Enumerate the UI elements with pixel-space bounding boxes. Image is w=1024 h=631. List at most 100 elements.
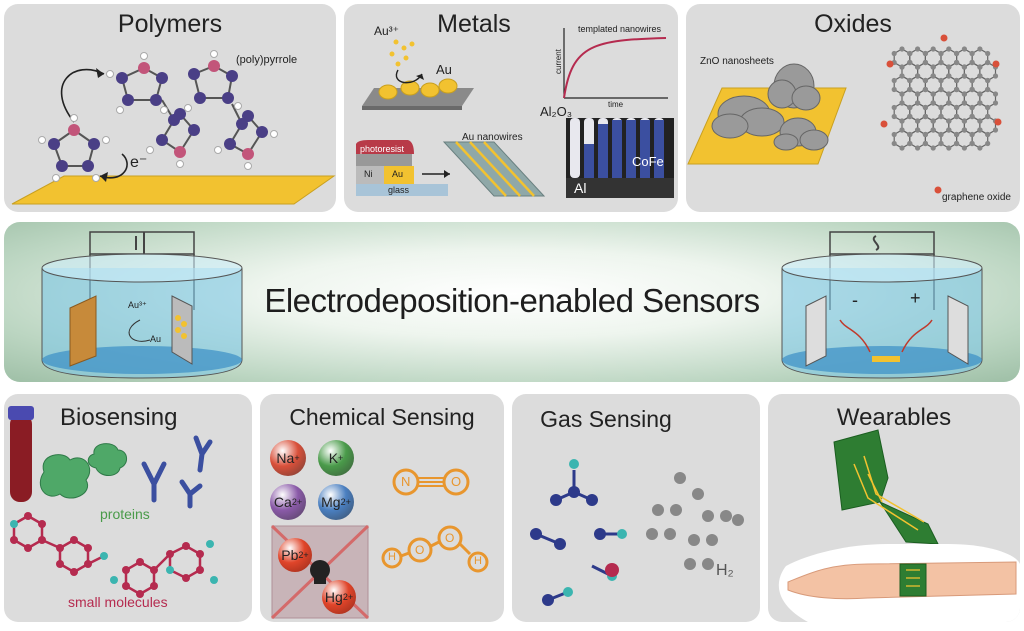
- gas-illustration: [530, 459, 744, 606]
- carbon-atom: [938, 131, 944, 138]
- carbon-atom: [930, 145, 936, 151]
- carbon-atom: [938, 113, 944, 120]
- carbon-atom: [899, 91, 905, 97]
- small-molecules-label: small molecules: [68, 594, 168, 610]
- carbon-atom: [899, 73, 905, 79]
- wearables-panel: Wearables: [768, 394, 1020, 622]
- au-layer-label: Au: [392, 169, 404, 179]
- current-axis-label: current: [554, 49, 563, 74]
- carbon-atom: [969, 104, 975, 111]
- carbon-atom: [946, 145, 952, 151]
- carbon-atom: [977, 91, 983, 97]
- right-cell-plus: +: [910, 288, 921, 308]
- metals-title: Metals: [437, 10, 511, 38]
- carbon-atom: [922, 77, 928, 84]
- ion-symbol: Mg: [321, 494, 341, 510]
- au-label: Au: [436, 62, 452, 77]
- nitrogen-label: N: [401, 474, 411, 489]
- carbon-atom: [891, 113, 897, 120]
- photoresist-label: photoresist: [360, 144, 405, 154]
- carbon-atom: [915, 145, 921, 151]
- carbon-atom: [946, 100, 952, 106]
- gas-sensing-panel: Gas Sensing H₂: [512, 394, 760, 622]
- ion-symbol: Ca: [273, 494, 292, 510]
- time-axis-label: time: [608, 100, 624, 109]
- left-cell-au-ion: Au³⁺: [128, 300, 147, 310]
- electron-label: e⁻: [130, 154, 148, 171]
- carbon-atom: [891, 86, 897, 93]
- carbon-atom: [899, 127, 905, 133]
- au-nanowires-label: Au nanowires: [462, 132, 523, 143]
- chemical-sensing-title: Chemical Sensing: [289, 404, 475, 430]
- hexagon-ring: [940, 129, 958, 149]
- carbon-atom: [977, 118, 983, 124]
- carbon-atom: [977, 145, 983, 151]
- carbon-atom: [961, 145, 967, 151]
- carbon-atom: [969, 140, 975, 147]
- carbon-atom: [922, 104, 928, 111]
- oxides-panel: Oxides ZnO nanosheets graphene oxide: [686, 4, 1020, 212]
- carbon-atom: [985, 104, 991, 111]
- peroxide-o2: O: [445, 531, 455, 545]
- zno-label: ZnO nanosheets: [700, 56, 774, 67]
- hexagon-ring: [956, 129, 973, 149]
- carbon-atom: [961, 100, 967, 106]
- carbon-atom: [891, 50, 897, 57]
- polymers-panel: Polymers: [4, 4, 336, 212]
- ion-symbol: Na: [276, 450, 295, 466]
- peroxide-h2: H: [474, 555, 482, 567]
- carbon-atom: [985, 131, 991, 138]
- peroxide-h1: H: [388, 551, 396, 563]
- metals-illustration: [356, 28, 674, 198]
- carbon-atom: [969, 131, 975, 138]
- al-label: Al: [574, 180, 587, 196]
- carbon-atom: [930, 100, 936, 106]
- carbon-atom: [915, 64, 921, 70]
- carbon-atom: [915, 127, 921, 133]
- carbon-atom: [954, 77, 960, 84]
- biosensing-panel: Biosensing proteins small molecules: [4, 394, 252, 622]
- al2o3-label: Al₂O₃: [540, 104, 573, 119]
- oxides-title: Oxides: [814, 10, 892, 38]
- carbon-atom: [915, 46, 921, 52]
- carbon-atom: [969, 59, 975, 66]
- chemical-illustration: [270, 468, 489, 620]
- carbon-atom: [969, 77, 975, 84]
- carbon-atom: [922, 113, 928, 120]
- left-cell-au: Au: [150, 334, 162, 344]
- pyrrole-label: (poly)pyrrole: [236, 54, 298, 66]
- carbon-atom: [946, 127, 952, 133]
- right-cell-minus: -: [852, 290, 858, 310]
- carbon-atom: [915, 100, 921, 106]
- carbon-atom: [891, 140, 897, 147]
- carbon-atom: [899, 118, 905, 124]
- carbon-atom: [899, 46, 905, 52]
- carbon-atom: [891, 131, 897, 138]
- au-ion-label: Au³⁺: [374, 24, 400, 38]
- carbon-atom: [891, 104, 897, 111]
- carbon-atom: [946, 64, 952, 70]
- carbon-atom: [977, 73, 983, 79]
- ni-label: Ni: [364, 169, 373, 179]
- carbon-atom: [985, 77, 991, 84]
- carbon-atom: [938, 77, 944, 84]
- wearables-title: Wearables: [836, 404, 952, 431]
- cofe-label: CoFe: [632, 154, 664, 169]
- h2-label: H₂: [716, 562, 734, 579]
- oxides-illustration: [687, 34, 1002, 194]
- carbon-atom: [938, 104, 944, 111]
- carbon-atom: [899, 100, 905, 106]
- ion-charge: 2+: [340, 497, 351, 507]
- carbon-atom: [930, 118, 936, 124]
- carbon-atom: [985, 50, 991, 57]
- carbon-atom: [907, 140, 913, 147]
- carbon-atom: [954, 140, 960, 147]
- carbon-atom: [891, 77, 897, 84]
- carbon-atom: [961, 127, 967, 133]
- carbon-atom: [954, 113, 960, 120]
- carbon-atom: [922, 59, 928, 66]
- hexagon-ring: [924, 129, 942, 149]
- carbon-atom: [930, 64, 936, 70]
- carbon-atom: [961, 118, 967, 124]
